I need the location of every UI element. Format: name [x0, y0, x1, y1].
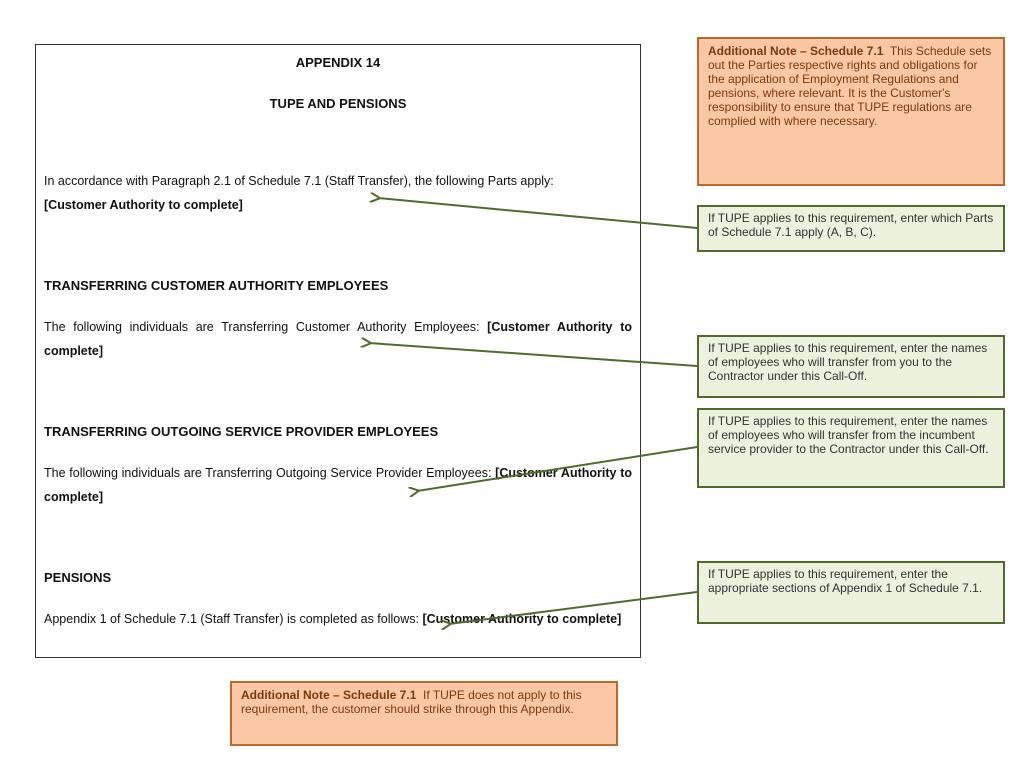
intro-paragraph: In accordance with Paragraph 2.1 of Sche…	[44, 169, 632, 217]
appendix-title: APPENDIX 14	[295, 55, 381, 70]
appendix-subtitle: TUPE AND PENSIONS	[269, 96, 407, 111]
intro-placeholder[interactable]: [Customer Authority to complete]	[44, 198, 243, 212]
customer-employees-paragraph: The following individuals are Transferri…	[44, 315, 632, 363]
provider-employees-placeholder[interactable]: [Customer Authority to complete]	[44, 466, 633, 504]
note-top-lead: Additional Note – Schedule 7.1	[708, 44, 884, 58]
note-top-text: This Schedule sets out the Parties respe…	[708, 44, 992, 128]
intro-text: In accordance with Paragraph 2.1 of Sche…	[44, 174, 554, 188]
arrow-parts	[378, 198, 698, 229]
pensions-placeholder[interactable]: [Customer Authority to complete]	[422, 612, 622, 626]
section-heading-provider-employees: TRANSFERRING OUTGOING SERVICE PROVIDER E…	[44, 424, 439, 439]
provider-employees-text: The following individuals are Transferri…	[44, 466, 496, 480]
arrow-provider-employees	[417, 446, 698, 491]
additional-note-bottom: Additional Note – Schedule 7.1 If TUPE d…	[230, 681, 618, 746]
guidance-box-customer-employees: If TUPE applies to this requirement, ent…	[697, 335, 1005, 398]
section-heading-pensions: PENSIONS	[44, 570, 112, 585]
arrow-pensions	[449, 591, 698, 624]
note-bottom-text: If TUPE does not apply to this requireme…	[241, 688, 582, 716]
customer-employees-text: The following individuals are Transferri…	[44, 320, 488, 334]
customer-employees-placeholder[interactable]: [Customer Authority to complete]	[44, 320, 632, 358]
guidance-box-provider-employees: If TUPE applies to this requirement, ent…	[697, 408, 1005, 488]
pensions-paragraph: Appendix 1 of Schedule 7.1 (Staff Transf…	[44, 607, 632, 631]
section-heading-customer-employees: TRANSFERRING CUSTOMER AUTHORITY EMPLOYEE…	[44, 278, 389, 293]
guidance-box-pensions: If TUPE applies to this requirement, ent…	[697, 561, 1005, 624]
additional-note-top: Additional Note – Schedule 7.1 This Sche…	[697, 37, 1005, 186]
note-bottom-lead: Additional Note – Schedule 7.1	[241, 688, 417, 702]
guidance-box-parts: If TUPE applies to this requirement, ent…	[697, 205, 1005, 252]
appendix-document: APPENDIX 14 TUPE AND PENSIONS In accorda…	[35, 44, 641, 658]
pensions-text: Appendix 1 of Schedule 7.1 (Staff Transf…	[44, 612, 423, 626]
arrow-customer-employees	[369, 343, 698, 367]
provider-employees-paragraph: The following individuals are Transferri…	[44, 461, 632, 509]
